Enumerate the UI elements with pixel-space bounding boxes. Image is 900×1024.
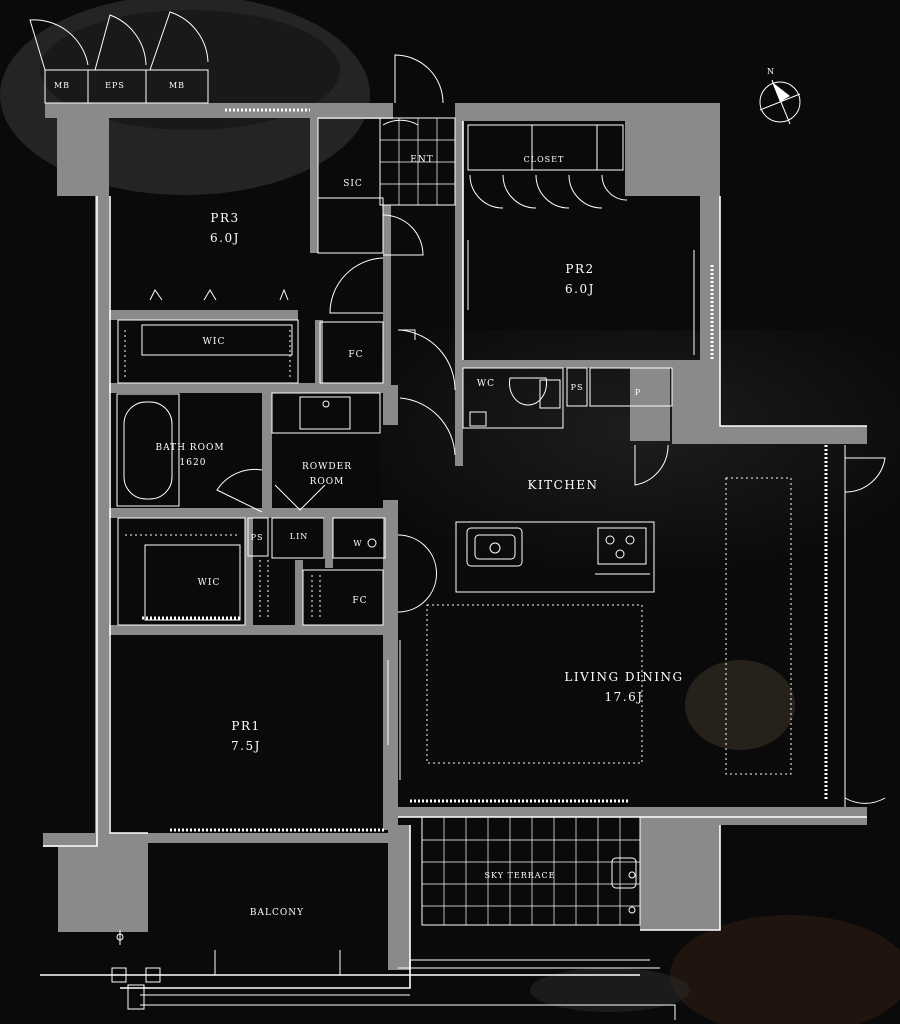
label-bath-size: 1620 — [180, 458, 207, 468]
label-powder-line1: ROWDER — [302, 462, 352, 472]
label-sic: SIC — [343, 179, 363, 189]
kitchen-counter — [455, 521, 655, 593]
label-wc: WC — [477, 379, 495, 389]
walls — [43, 103, 867, 970]
label-pr3-size: 6.0J — [210, 231, 240, 245]
living-dining — [399, 445, 886, 807]
entrance — [317, 54, 456, 256]
wc-room — [399, 329, 673, 486]
label-ent: ENT — [410, 155, 433, 165]
label-living-name: LIVING DINING — [564, 670, 683, 684]
balcony — [111, 930, 676, 1020]
ps-mid-box — [247, 517, 269, 557]
windows — [142, 108, 828, 832]
pendant-lamp — [685, 660, 795, 750]
label-ps-top: PS — [571, 383, 584, 392]
label-p: P — [635, 388, 641, 397]
table-decoration — [530, 968, 690, 1012]
label-pr3-name: PR3 — [210, 211, 239, 225]
label-lin: LIN — [290, 532, 308, 541]
label-w: W — [353, 539, 362, 548]
fc-mid — [302, 534, 437, 626]
label-pr2-size: 6.0J — [565, 282, 595, 296]
label-mb-right: MB — [169, 81, 185, 90]
label-balcony: BALCONY — [250, 908, 304, 918]
pr2-room — [467, 124, 695, 355]
bath-room — [116, 393, 263, 513]
compass-north-label: N — [767, 67, 775, 76]
label-fc-mid: FC — [352, 596, 367, 606]
wic-mid — [117, 517, 269, 626]
label-living-size: 17.6J — [604, 690, 643, 704]
label-closet: CLOSET — [524, 155, 565, 164]
label-fc-top: FC — [348, 350, 363, 360]
flowers-decoration — [670, 915, 900, 1024]
sky-terrace — [421, 816, 641, 926]
label-bath-name: BATH ROOM — [155, 443, 224, 453]
wic-top — [117, 319, 299, 384]
label-pr2-name: PR2 — [565, 262, 594, 276]
label-pr1-name: PR1 — [231, 719, 260, 733]
label-sky-terrace: SKY TERRACE — [484, 871, 555, 880]
label-wic-mid: WIC — [198, 578, 221, 588]
mb-eps-cabinets — [29, 11, 209, 104]
powder-room — [271, 392, 386, 559]
label-wic-top: WIC — [203, 337, 226, 347]
label-ps-mid: PS — [251, 533, 264, 542]
label-mb-left: MB — [54, 81, 70, 90]
label-powder-line2: ROOM — [310, 477, 345, 487]
label-eps: EPS — [105, 81, 125, 90]
pr3-room — [149, 257, 384, 314]
label-pr1-size: 7.5J — [231, 739, 261, 753]
compass — [759, 79, 801, 125]
label-kitchen: KITCHEN — [527, 478, 598, 492]
